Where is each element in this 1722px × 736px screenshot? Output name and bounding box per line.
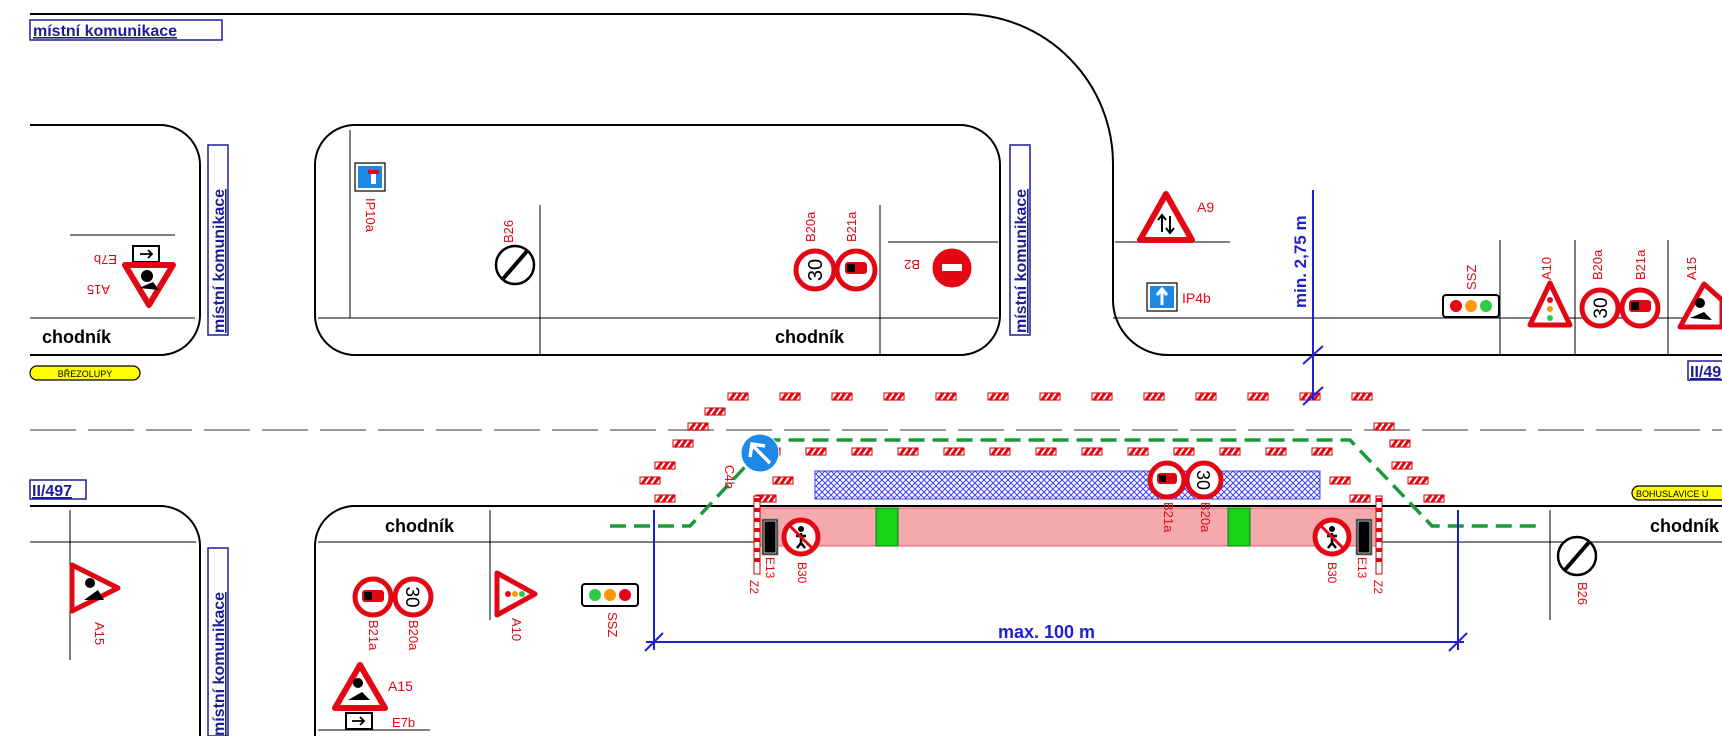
sign-e13-right: E13 Z2	[1355, 518, 1385, 594]
svg-text:B21a: B21a	[366, 620, 381, 651]
sign-b20a-right: 30 B20a	[1579, 249, 1621, 329]
svg-text:E7b: E7b	[94, 252, 117, 267]
svg-text:SSZ: SSZ	[605, 612, 620, 637]
svg-text:B20a: B20a	[406, 620, 421, 651]
dimension-length-label: max. 100 m	[998, 622, 1095, 642]
svg-text:Z2: Z2	[747, 580, 761, 594]
svg-text:30: 30	[805, 259, 827, 281]
road-labels: místní komunikace místní komunikace míst…	[29, 19, 1722, 736]
svg-text:B21a: B21a	[1633, 249, 1648, 280]
sign-ip4b: IP4b	[1146, 282, 1211, 312]
svg-text:B21a: B21a	[1161, 502, 1176, 533]
sign-a15-top-right: A15	[1677, 257, 1722, 330]
pedestrian-bridge	[1227, 507, 1251, 547]
sign-a15-e7b-top-left: E7b A15	[87, 245, 176, 308]
sidewalk-labels: chodník chodník chodník chodník	[42, 327, 1720, 536]
label-ii497-left: II/497	[32, 483, 72, 500]
svg-text:IP10a: IP10a	[363, 198, 378, 233]
svg-text:A10: A10	[1539, 257, 1554, 280]
svg-text:A9: A9	[1197, 199, 1214, 215]
svg-text:B21a: B21a	[844, 211, 859, 242]
sign-e13-left: E13 Z2	[747, 518, 779, 594]
svg-text:30: 30	[401, 586, 422, 607]
sign-ip10a: IP10a	[354, 162, 386, 233]
sign-b20a-workzone: 30 B20a	[1184, 460, 1224, 533]
sign-b21a-top: B21a	[834, 211, 878, 292]
svg-text:A15: A15	[1684, 257, 1699, 280]
sign-b2: B2	[904, 247, 973, 289]
traffic-light-top: SSZ	[1442, 265, 1500, 318]
svg-text:A15: A15	[388, 678, 413, 694]
sign-b30-left: B30	[781, 517, 821, 584]
svg-text:A15: A15	[87, 282, 110, 297]
svg-text:B20a: B20a	[1590, 249, 1605, 280]
dimension-length	[644, 510, 1468, 652]
svg-text:B30: B30	[1325, 562, 1339, 584]
road-edges	[30, 13, 1722, 736]
svg-text:E13: E13	[763, 557, 777, 579]
town-sign-brezolupy: BŘEZOLUPY	[29, 365, 141, 381]
sidewalk-label: chodník	[42, 327, 112, 347]
label-local-road-top: místní komunikace	[33, 23, 177, 40]
svg-text:E7b: E7b	[392, 715, 415, 730]
sign-a15-e7b-bottom: A15 E7b	[332, 662, 415, 730]
sign-a10-bottom: A10	[494, 570, 538, 641]
label-local-road-v2: místní komunikace	[1013, 189, 1030, 333]
svg-text:E13: E13	[1355, 557, 1369, 579]
svg-text:IP4b: IP4b	[1182, 290, 1211, 306]
svg-text:B30: B30	[795, 562, 809, 584]
sign-a15-bottom-left: A15	[69, 562, 121, 645]
sign-b26-bottom: B26	[1556, 535, 1598, 605]
sidewalk-label: chodník	[775, 327, 845, 347]
svg-text:B2: B2	[904, 257, 920, 272]
svg-text:BŘEZOLUPY: BŘEZOLUPY	[58, 369, 113, 379]
detour-path	[610, 438, 1540, 528]
sign-a10-top: A10	[1527, 257, 1573, 328]
sign-b30-right: B30	[1312, 517, 1352, 584]
svg-text:30: 30	[1591, 297, 1612, 318]
svg-text:SSZ: SSZ	[1464, 265, 1479, 290]
barriers	[638, 391, 1446, 575]
worker-icon	[141, 270, 153, 282]
sidewalk-label: chodník	[1650, 516, 1720, 536]
svg-text:B20a: B20a	[1198, 502, 1213, 533]
excavation-area	[754, 507, 1381, 547]
town-sign-bohuslavice: BOHUSLAVICE U	[1631, 485, 1722, 501]
svg-text:A10: A10	[509, 618, 524, 641]
svg-text:30: 30	[1193, 470, 1213, 490]
label-local-road-v1: místní komunikace	[211, 189, 228, 333]
svg-text:B20a: B20a	[803, 211, 818, 242]
hatched-lane-area	[814, 470, 1321, 500]
sign-b21a-workzone: B21a	[1147, 460, 1187, 533]
work-zone	[754, 470, 1381, 547]
svg-text:B26: B26	[1575, 582, 1590, 605]
svg-text:B26: B26	[501, 220, 516, 243]
sign-b21a-right: B21a	[1619, 249, 1661, 329]
label-local-road-v3: místní komunikace	[211, 592, 228, 736]
svg-text:BOHUSLAVICE U: BOHUSLAVICE U	[1636, 489, 1708, 499]
svg-text:A15: A15	[92, 622, 107, 645]
sign-b20a-top: 30 B20a	[793, 211, 837, 292]
sign-b20a-bottom: 30 B20a	[392, 576, 434, 651]
traffic-light-bottom: SSZ	[581, 583, 639, 637]
dimension-width	[1302, 190, 1324, 406]
sign-b26-top: B26	[494, 220, 536, 286]
svg-text:Z2: Z2	[1371, 580, 1385, 594]
svg-text:C4b: C4b	[722, 465, 737, 489]
sign-c4b: C4b	[722, 433, 780, 489]
pedestrian-bridge	[875, 507, 899, 547]
sign-b21a-bottom: B21a	[352, 576, 394, 651]
sign-a9: A9	[1137, 191, 1214, 243]
sidewalk-label: chodník	[385, 516, 455, 536]
label-ii497-right: II/49	[1690, 364, 1721, 381]
dimension-width-label: min. 2,75 m	[1291, 215, 1310, 308]
